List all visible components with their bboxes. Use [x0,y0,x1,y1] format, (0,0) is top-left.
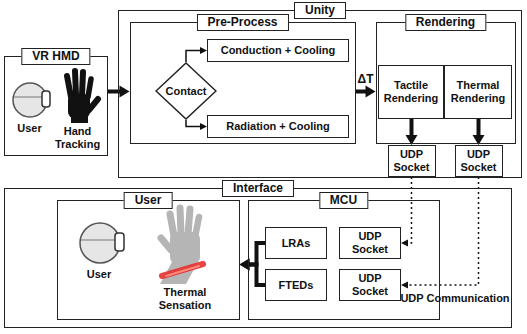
connector-line [407,177,412,243]
socket-box: UDP Socket [455,145,503,177]
group-heading: Pre-Process [196,14,288,31]
socket-box: UDP Socket [388,145,436,177]
arrow-head [200,47,207,54]
arrow-head [401,240,408,247]
icon-caption: Thermal Sensation [147,286,223,312]
edge-label: ΔT [358,72,374,86]
box-label: Radiation + Cooling [226,120,330,133]
connector-line [477,119,481,136]
socket-box: UDP Socket [339,227,401,259]
user-head-icon [13,83,50,117]
connector-line [186,51,201,63]
process-box: Tactile Rendering [378,65,444,119]
udp-link [401,177,479,289]
arrow-head [473,135,485,145]
group-box: VR HMDUserHand Tracking [4,56,108,156]
arrow-head [401,282,408,289]
socket-box: UDP Socket [339,269,401,301]
group-heading: VR HMD [21,48,90,65]
arrow-head [120,86,130,98]
box-label: Conduction + Cooling [221,44,336,57]
group-heading: MCU [319,192,368,209]
icon-caption: User [74,268,124,281]
process-box: Thermal Rendering [444,65,512,119]
flow-arrow [186,120,207,130]
user-head-icon [80,223,124,263]
group-box: InterfaceUserUserThermal SensationMCULRA… [4,188,512,328]
group-box: RenderingTactile RenderingThermal Render… [376,22,516,144]
link-label: UDP Communication [400,292,510,305]
arrow-head [406,135,418,145]
hand-tracking-icon [67,71,98,123]
connector-line [356,90,367,94]
box-label: Tactile Rendering [379,79,443,105]
arrow-head [200,123,207,130]
box-label: UDP Socket [347,230,393,256]
box-label: Thermal Rendering [445,79,511,105]
process-box: Conduction + Cooling [207,39,349,62]
group-box: UnityPre-ProcessContactConduction + Cool… [118,10,522,178]
group-box: Pre-ProcessContactConduction + CoolingRa… [130,22,356,144]
box-label: UDP Socket [392,148,432,174]
group-heading: Rendering [405,14,486,31]
process-box: Radiation + Cooling [207,115,349,138]
box-label: UDP Socket [347,272,393,298]
connector-line [186,120,201,127]
box-label: LRAs [282,237,311,250]
flow-arrow [240,259,266,286]
group-heading: Unity [294,2,346,19]
icon-caption: Hand Tracking [48,125,108,151]
device-box: LRAs [265,227,327,259]
box-label: UDP Socket [459,148,499,174]
flow-arrow [186,47,207,62]
flow-arrow [473,119,485,145]
box-label: Contact [166,85,207,98]
connector-line [249,265,266,286]
device-box: FTEDs [265,269,327,301]
flow-arrow [406,119,418,145]
group-heading: Interface [222,180,294,197]
connector-line [249,243,266,265]
group-box: UserUserThermal Sensation [57,200,240,320]
thermal-hand-icon [160,208,203,284]
decision-diamond: Contact [155,62,217,120]
group-heading: User [124,192,173,209]
arrow-head [366,86,376,98]
connector-line [407,177,479,285]
box-label: FTEDs [279,279,314,292]
connector-line [410,119,414,136]
icon-caption: User [10,122,50,135]
flow-arrow [356,86,376,98]
